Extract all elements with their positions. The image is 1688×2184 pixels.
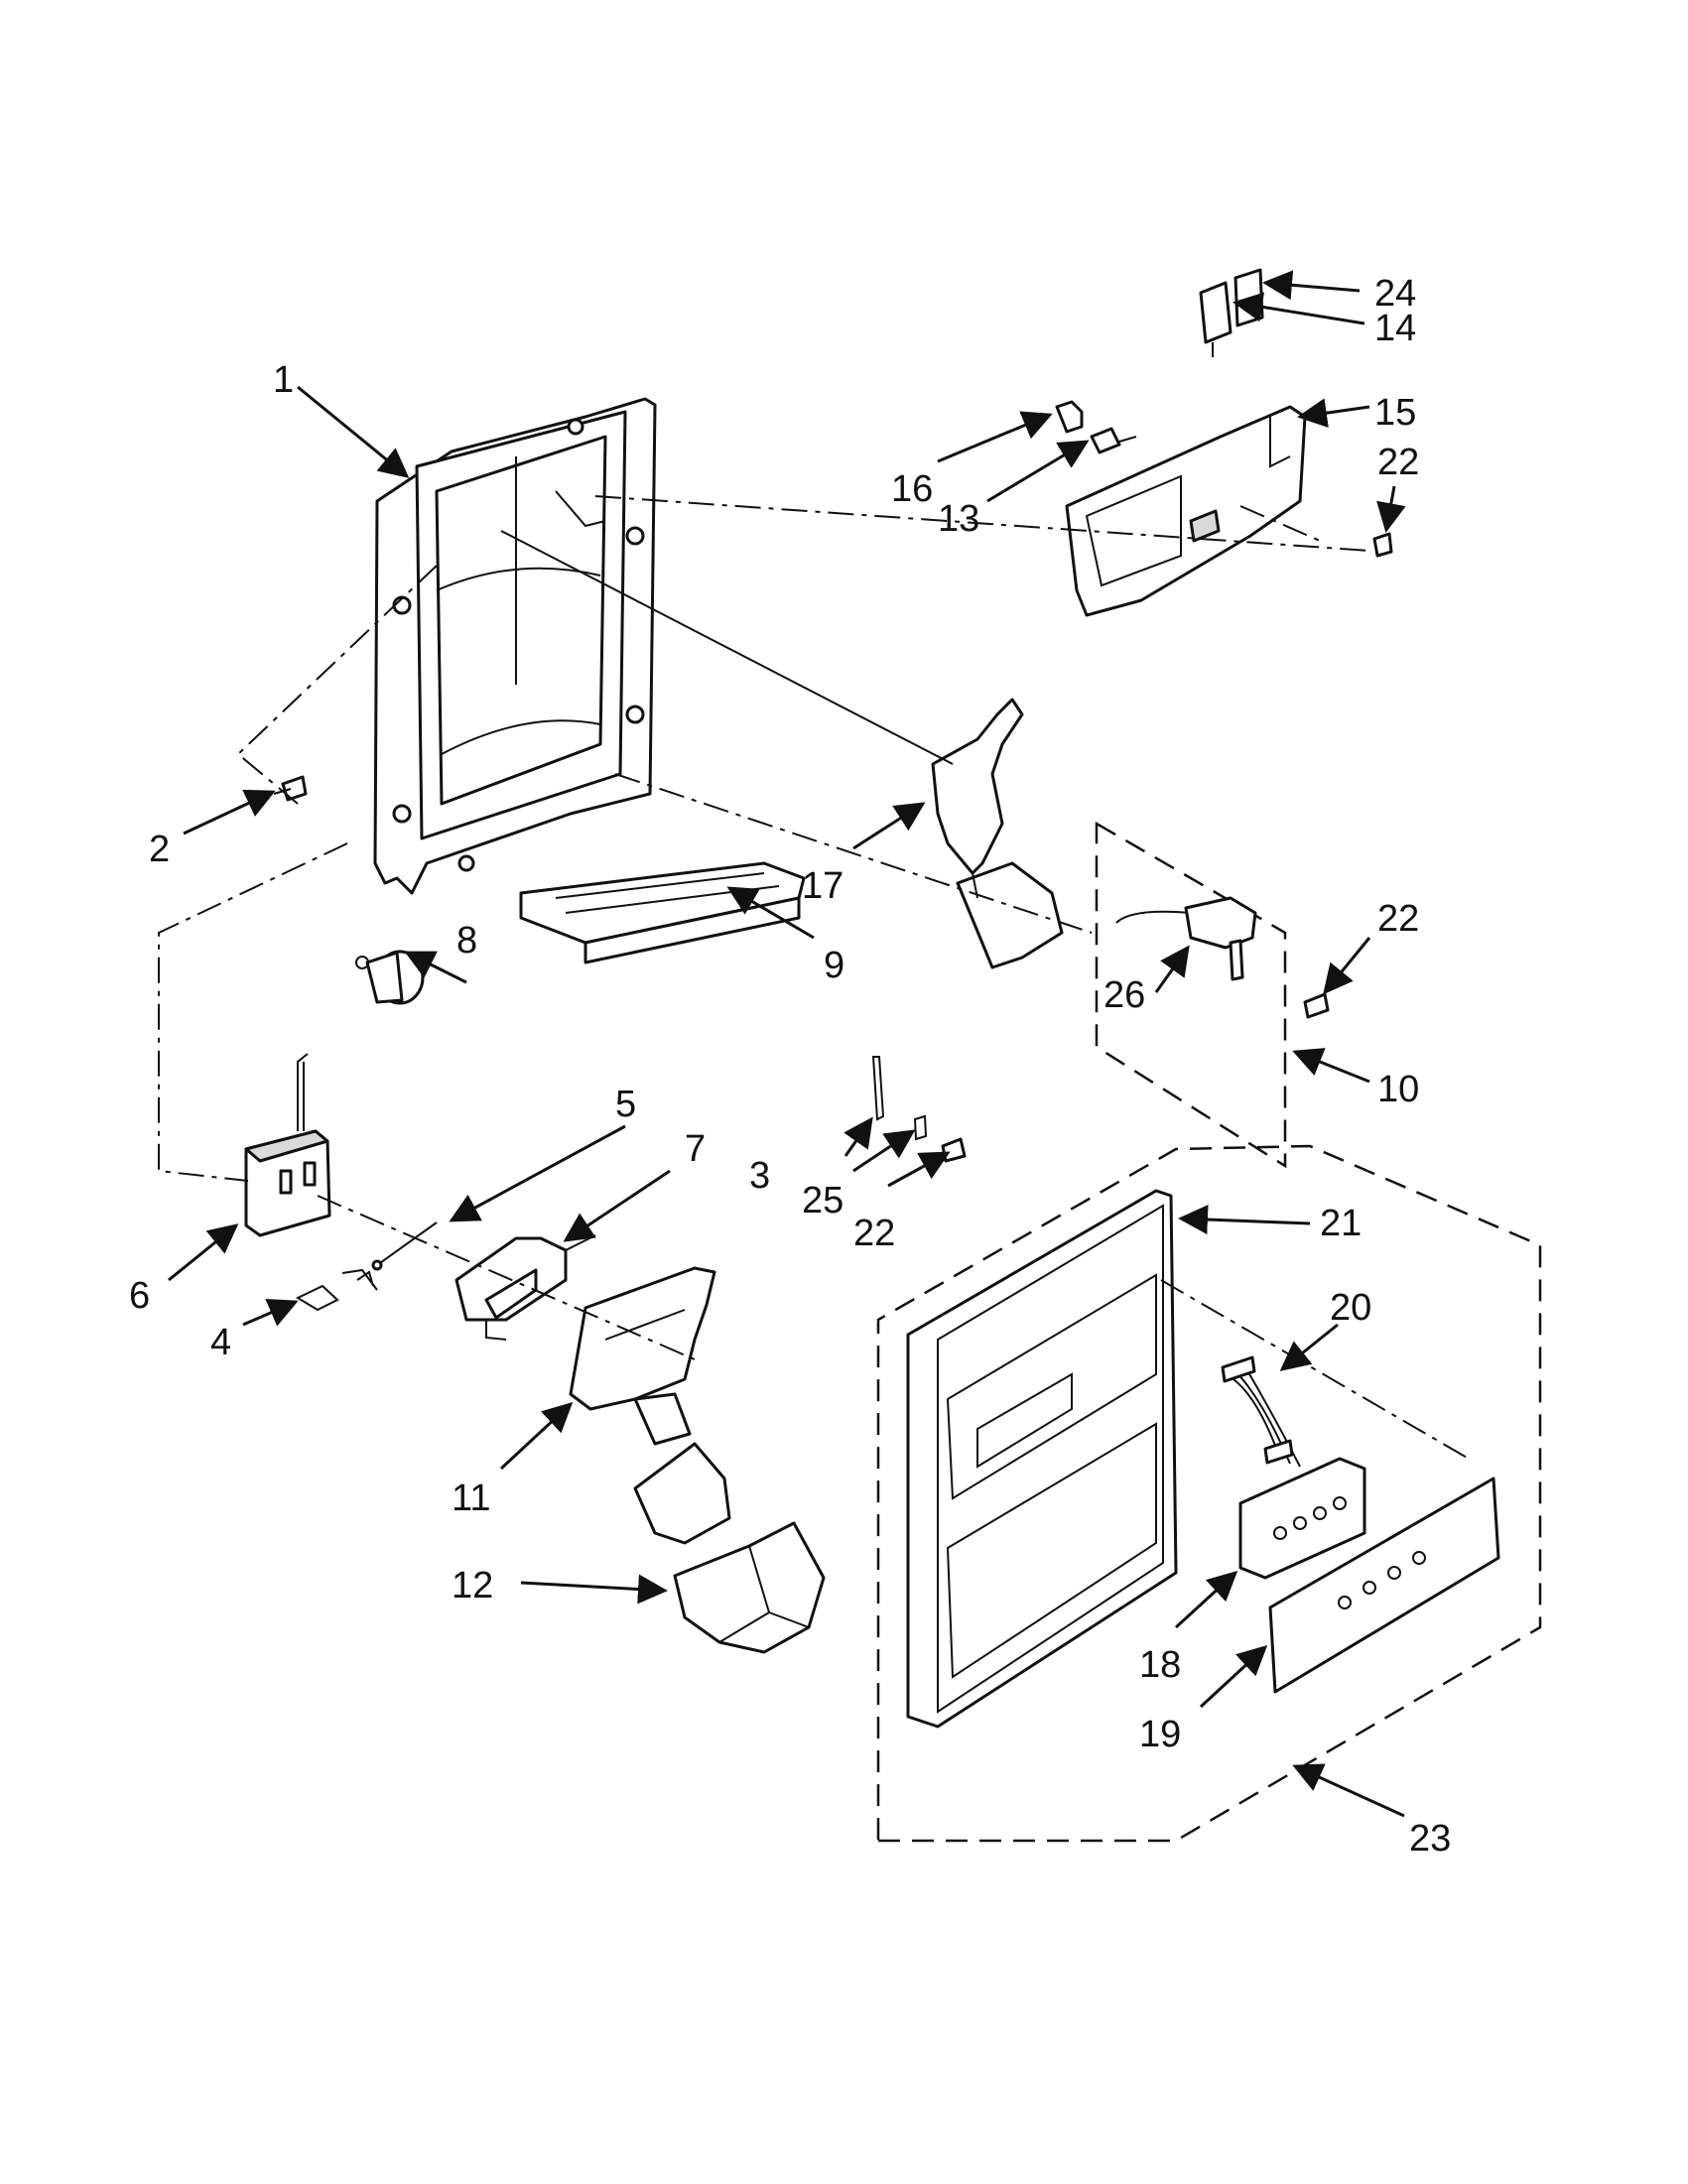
callout-7: 7 xyxy=(685,1128,706,1170)
part-5-pin xyxy=(371,1221,438,1271)
callout-4: 4 xyxy=(210,1322,231,1363)
callout-15: 15 xyxy=(1374,392,1416,434)
callout-12: 12 xyxy=(452,1565,493,1606)
part-26-lever xyxy=(1115,896,1257,981)
callout-26: 26 xyxy=(1104,974,1145,1016)
callout-labels: 1 2 3 4 5 6 7 8 9 10 11 12 13 14 15 16 1… xyxy=(129,273,1451,1860)
part-1-housing xyxy=(373,397,657,895)
leader-arrows xyxy=(168,270,1406,1818)
part-6-control-box xyxy=(244,1053,331,1237)
callout-13: 13 xyxy=(938,498,979,540)
callout-9: 9 xyxy=(824,945,844,986)
part-18-control-board xyxy=(1238,1457,1366,1580)
callout-24: 24 xyxy=(1374,273,1416,315)
part-8-solenoid xyxy=(355,950,425,1005)
callout-22-center: 22 xyxy=(853,1213,895,1254)
callout-8: 8 xyxy=(456,920,477,962)
part-7-bracket xyxy=(454,1234,596,1341)
callout-6: 6 xyxy=(129,1275,150,1317)
part-15-top-bracket xyxy=(1065,405,1307,617)
part-10-assembly-outline xyxy=(1095,821,1287,1169)
callout-21: 21 xyxy=(1320,1203,1362,1244)
part-23-front-assembly-outline xyxy=(876,1144,1542,1843)
part-20-wire-harness xyxy=(1221,1355,1301,1468)
callout-25: 25 xyxy=(802,1180,844,1221)
callout-3: 3 xyxy=(749,1155,770,1197)
part-9-drip-tray xyxy=(519,861,806,964)
callout-22-top: 22 xyxy=(1377,442,1419,483)
part-14-switch xyxy=(1199,281,1233,357)
connection-lines xyxy=(158,495,1470,1460)
part-19-overlay-label xyxy=(1268,1477,1500,1694)
callout-11: 11 xyxy=(452,1477,490,1519)
callout-1: 1 xyxy=(273,359,294,401)
callout-22-right: 22 xyxy=(1377,898,1419,940)
part-21-front-panel xyxy=(906,1189,1178,1729)
part-16-bulb xyxy=(1055,400,1084,434)
callout-23: 23 xyxy=(1409,1818,1451,1860)
callout-16: 16 xyxy=(891,468,933,510)
callout-18: 18 xyxy=(1139,1644,1181,1686)
part-12-chute-cup xyxy=(673,1521,826,1654)
part-22-screw-a xyxy=(1372,532,1393,558)
callout-20: 20 xyxy=(1330,1287,1371,1329)
part-22-screw-c xyxy=(941,1137,967,1163)
callout-2: 2 xyxy=(149,829,170,870)
callout-19: 19 xyxy=(1139,1714,1181,1755)
part-11-ice-paddle xyxy=(569,1266,731,1545)
part-4-spring xyxy=(295,1268,378,1312)
part-25-clip xyxy=(913,1114,928,1141)
part-24-plate xyxy=(1234,268,1264,327)
part-17-water-paddle xyxy=(931,698,1064,969)
callout-17: 17 xyxy=(802,865,844,907)
callout-10: 10 xyxy=(1377,1069,1419,1110)
part-13-socket xyxy=(1090,427,1137,454)
callout-5: 5 xyxy=(615,1084,636,1125)
part-22-screw-b xyxy=(1303,992,1330,1019)
callout-14: 14 xyxy=(1374,308,1416,349)
part-3-clip xyxy=(871,1056,885,1121)
